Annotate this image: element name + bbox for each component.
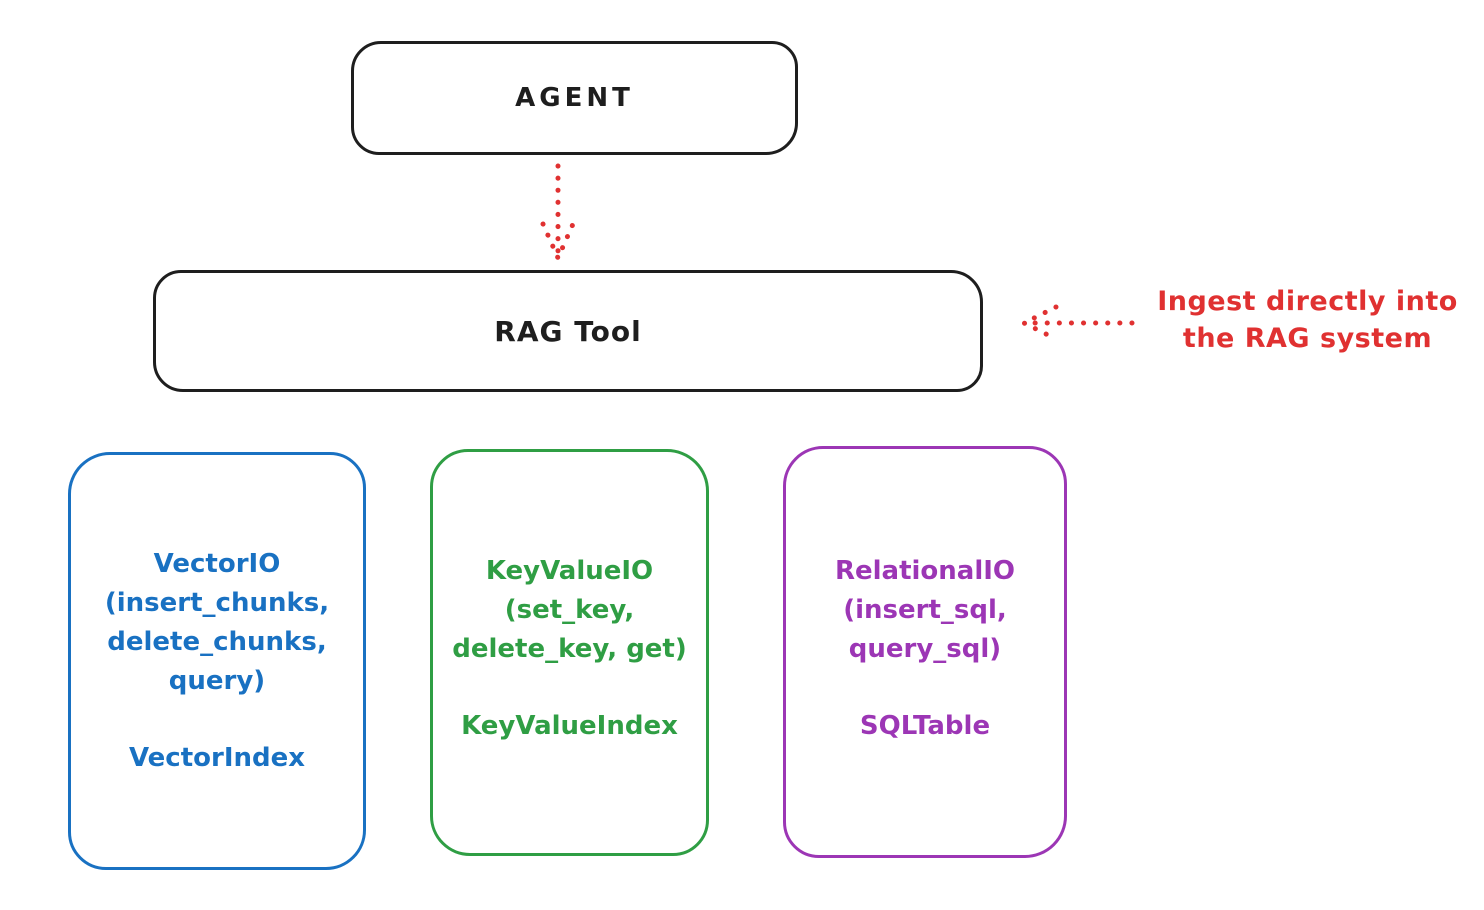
vector-index-label: VectorIndex xyxy=(128,743,306,773)
agent-label: AGENT xyxy=(515,83,634,113)
relational-io-box: RelationalIO (insert_sql, query_sql) SQL… xyxy=(783,446,1067,858)
keyvalue-io-methods-1: (set_key, xyxy=(504,595,635,625)
rag-tool-box: RAG Tool xyxy=(153,270,983,392)
keyvalue-io-methods-2: delete_key, get) xyxy=(452,634,687,664)
ingest-annotation-line2: the RAG system xyxy=(1182,323,1433,354)
vector-io-methods-1: (insert_chunks, xyxy=(104,588,330,618)
relational-io-title: RelationalIO xyxy=(834,556,1016,586)
vector-io-title: VectorIO xyxy=(153,549,281,579)
ingest-annotation-line1: Ingest directly into xyxy=(1157,286,1458,317)
agent-box: AGENT xyxy=(351,41,798,155)
relational-io-methods-2: query_sql) xyxy=(848,634,1002,664)
rag-tool-label: RAG Tool xyxy=(494,314,642,348)
vector-io-methods-3: query) xyxy=(168,666,266,696)
agent-to-rag-arrow-icon xyxy=(540,163,576,265)
relational-io-methods-1: (insert_sql, xyxy=(843,595,1007,625)
sql-table-label: SQLTable xyxy=(859,711,991,741)
vector-io-box: VectorIO (insert_chunks, delete_chunks, … xyxy=(68,452,366,870)
keyvalue-index-label: KeyValueIndex xyxy=(461,711,678,741)
ingest-annotation-arrow-icon xyxy=(1018,304,1135,342)
vector-io-methods-2: delete_chunks, xyxy=(107,627,327,657)
ingest-annotation: Ingest directly into the RAG system xyxy=(1135,283,1480,357)
keyvalue-io-box: KeyValueIO (set_key, delete_key, get) Ke… xyxy=(430,449,709,856)
keyvalue-io-title: KeyValueIO xyxy=(485,556,654,586)
